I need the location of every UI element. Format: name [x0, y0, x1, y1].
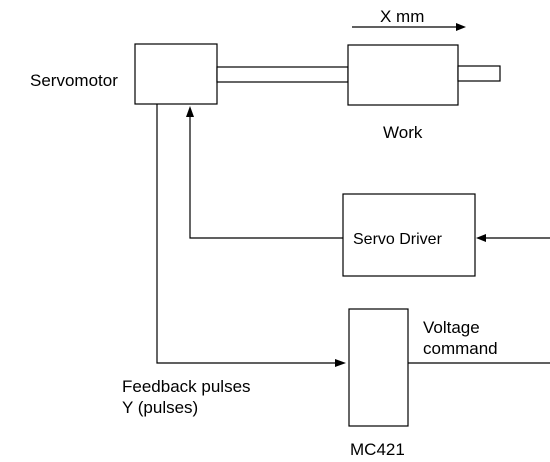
mc421-block — [348, 308, 409, 427]
mc421-label: MC421 — [350, 440, 405, 459]
servomotor-label: Servomotor — [30, 71, 118, 90]
voltage-label-line2: command — [423, 339, 498, 358]
voltage-label-line1: Voltage — [423, 318, 480, 337]
motor-shaft — [216, 66, 349, 83]
servo-driver-label: Servo Driver — [353, 231, 443, 248]
servo-driver-block — [342, 193, 476, 277]
feedback-label-line2: Y (pulses) — [122, 398, 198, 417]
servomotor-block — [134, 43, 218, 105]
work-label: Work — [383, 123, 423, 142]
driver-to-motor-arrowhead — [186, 106, 194, 117]
work-shaft-end — [457, 65, 501, 82]
driver-to-motor-line — [189, 116, 343, 239]
feedback-arrowhead — [335, 359, 346, 367]
work-block — [347, 44, 459, 106]
feedback-line — [156, 104, 336, 364]
x-mm-label: X mm — [380, 7, 424, 26]
travel-arrowhead — [456, 23, 466, 31]
feedback-label-line1: Feedback pulses — [122, 377, 251, 396]
driver-input-arrowhead — [476, 234, 486, 242]
